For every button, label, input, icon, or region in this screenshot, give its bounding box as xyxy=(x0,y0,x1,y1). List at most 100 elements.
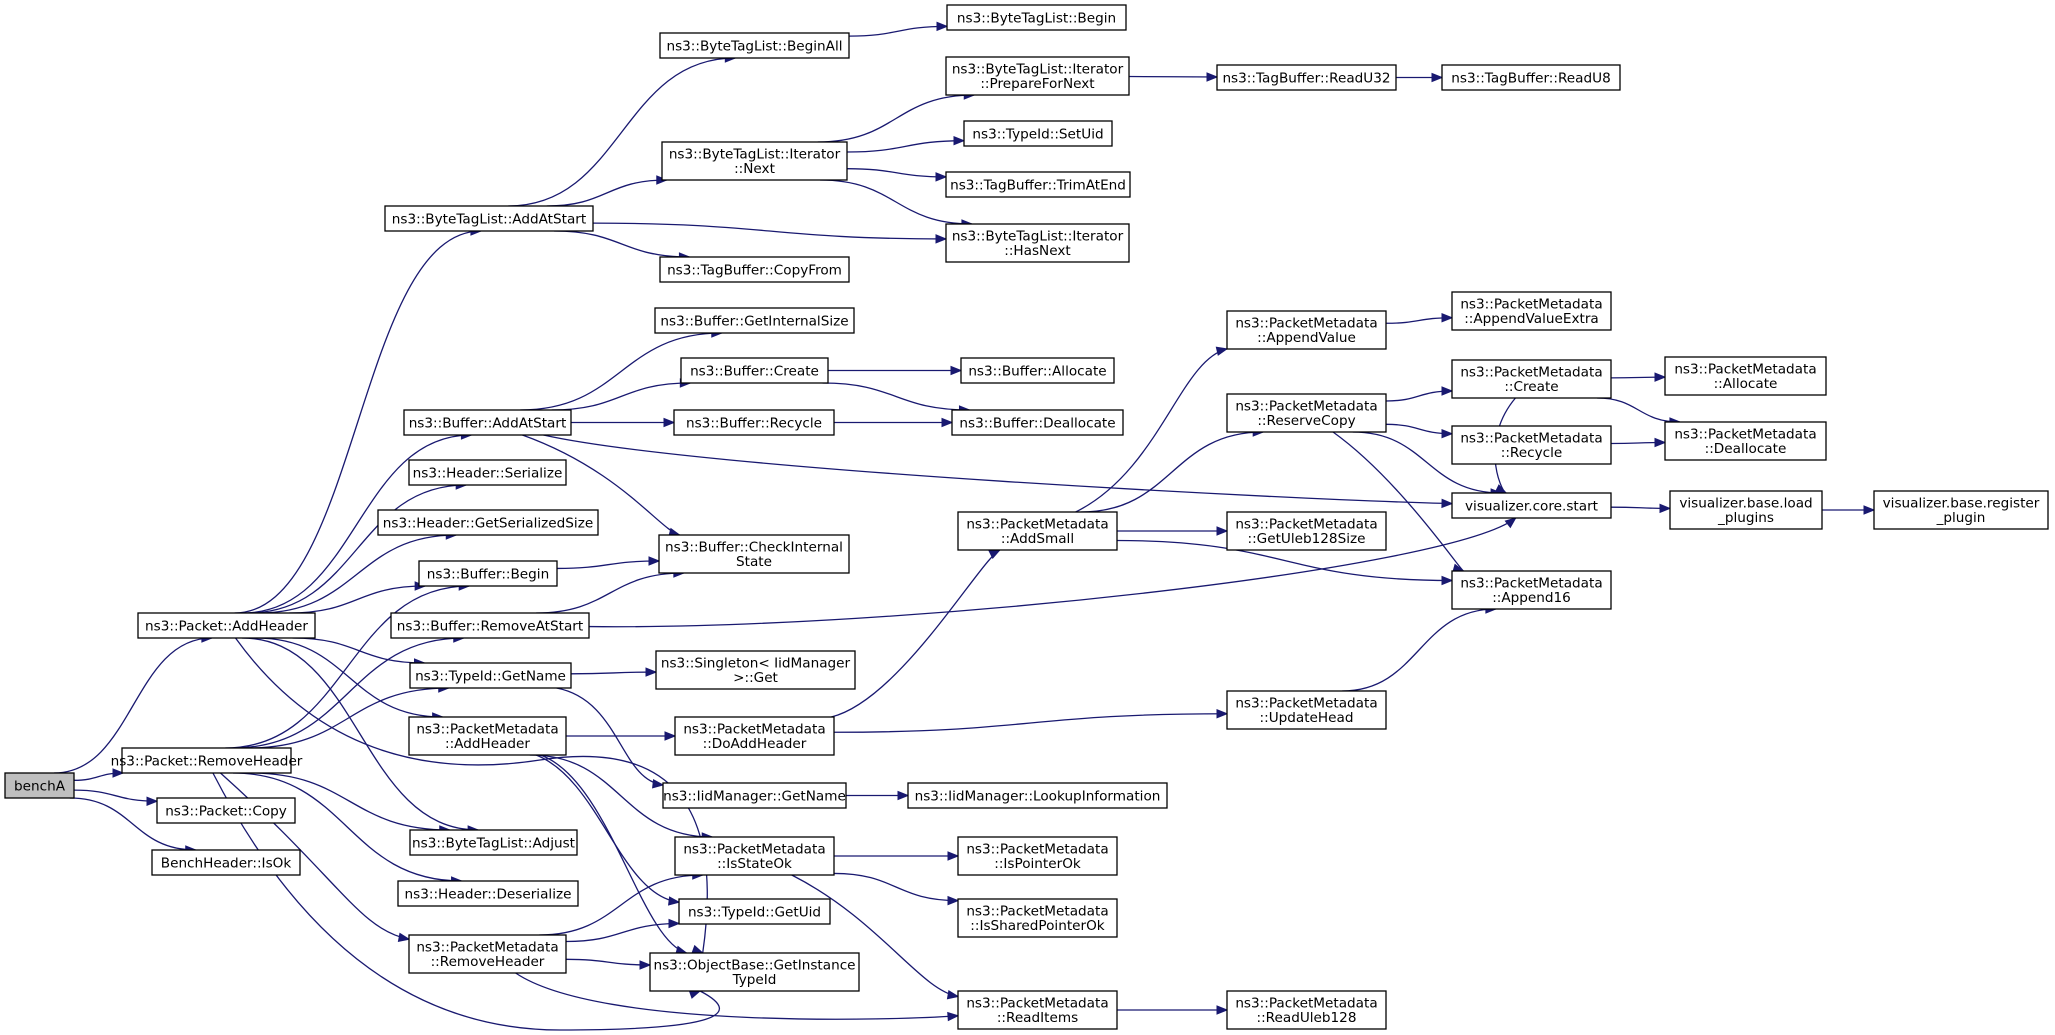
node-visualizer-base-register-plugin[interactable]: visualizer.base.register_plugin xyxy=(1873,490,2049,530)
node-box xyxy=(409,829,578,856)
node-iidmanager-getname[interactable]: ns3::IidManager::GetName xyxy=(662,782,847,809)
node-label: _plugins xyxy=(1717,510,1774,526)
node-box xyxy=(659,256,850,283)
node-label: visualizer.core.start xyxy=(1465,498,1598,514)
node-packetmetadata-isstateok[interactable]: ns3::PacketMetadata::IsStateOk xyxy=(674,836,835,876)
edge-bytetaglist_iterator_next-to-bytetaglist_iterator_preparefornext xyxy=(817,94,975,143)
node-box xyxy=(1226,990,1387,1030)
edge-packet_addheader-to-packetmetadata_addheader xyxy=(256,637,443,718)
node-packetmetadata-append16[interactable]: ns3::PacketMetadata::Append16 xyxy=(1451,570,1612,610)
node-box xyxy=(390,612,590,639)
node-typeid-getname[interactable]: ns3::TypeId::GetName xyxy=(409,662,572,689)
node-tagbuffer-copyfrom[interactable]: ns3::TagBuffer::CopyFrom xyxy=(659,256,850,283)
node-buffer-addatstart[interactable]: ns3::Buffer::AddAtStart xyxy=(403,409,572,436)
node-benchA[interactable]: benchA xyxy=(4,772,75,799)
edge-arrowhead xyxy=(935,234,948,244)
node-label: ns3::PacketMetadata xyxy=(1674,362,1816,378)
node-packetmetadata-allocate[interactable]: ns3::PacketMetadata::Allocate xyxy=(1664,356,1827,396)
edge-arrowhead xyxy=(397,932,411,942)
node-box xyxy=(1226,690,1387,730)
node-label: ns3::ObjectBase::GetInstance xyxy=(653,958,855,974)
node-tagbuffer-readu8[interactable]: ns3::TagBuffer::ReadU8 xyxy=(1441,64,1621,91)
node-visualizer-core-start[interactable]: visualizer.core.start xyxy=(1451,492,1612,519)
node-packetmetadata-issharedpointerok[interactable]: ns3::PacketMetadata::IsSharedPointerOk xyxy=(957,898,1118,938)
node-label: ns3::ByteTagList::AddAtStart xyxy=(392,211,586,227)
node-bytetaglist-iterator-next[interactable]: ns3::ByteTagList::Iterator::Next xyxy=(661,141,848,181)
node-label: ns3::PacketMetadata xyxy=(966,517,1108,533)
node-label: ns3::PacketMetadata xyxy=(683,842,825,858)
node-packetmetadata-recycle[interactable]: ns3::PacketMetadata::Recycle xyxy=(1451,425,1612,465)
node-buffer-removeatstart[interactable]: ns3::Buffer::RemoveAtStart xyxy=(390,612,590,639)
node-label: ns3::ByteTagList::BeginAll xyxy=(666,38,842,54)
node-packetmetadata-create[interactable]: ns3::PacketMetadata::Create xyxy=(1451,359,1612,399)
edge-packet_addheader-to-buffer_addatstart xyxy=(242,434,472,614)
node-packetmetadata-addheader[interactable]: ns3::PacketMetadata::AddHeader xyxy=(408,716,567,756)
node-header-deserialize[interactable]: ns3::Header::Deserialize xyxy=(397,880,579,907)
node-header-getserializedsize[interactable]: ns3::Header::GetSerializedSize xyxy=(377,509,599,536)
node-box xyxy=(946,4,1127,31)
node-packet-addheader[interactable]: ns3::Packet::AddHeader xyxy=(137,612,316,639)
node-typeid-setuid[interactable]: ns3::TypeId::SetUid xyxy=(963,120,1113,147)
node-buffer-deallocate[interactable]: ns3::Buffer::Deallocate xyxy=(951,409,1124,436)
node-bytetaglist-adjust[interactable]: ns3::ByteTagList::Adjust xyxy=(409,829,578,856)
node-box xyxy=(384,205,594,232)
node-label: ::Recycle xyxy=(1501,445,1563,461)
node-buffer-create[interactable]: ns3::Buffer::Create xyxy=(680,357,829,384)
node-buffer-begin[interactable]: ns3::Buffer::Begin xyxy=(418,560,558,587)
call-graph-nodes: benchA ns3::Packet::AddHeaderns3::Packet:… xyxy=(4,4,2049,1030)
node-packetmetadata-getuleb128size[interactable]: ns3::PacketMetadata::GetUleb128Size xyxy=(1226,511,1387,551)
node-bytetaglist-addatstart[interactable]: ns3::ByteTagList::AddAtStart xyxy=(384,205,594,232)
node-header-serialize[interactable]: ns3::Header::Serialize xyxy=(408,459,567,486)
node-packetmetadata-ispointerok[interactable]: ns3::PacketMetadata::IsPointerOk xyxy=(957,836,1118,876)
node-tagbuffer-trimatend[interactable]: ns3::TagBuffer::TrimAtEnd xyxy=(945,171,1131,198)
node-packetmetadata-deallocate[interactable]: ns3::PacketMetadata::Deallocate xyxy=(1664,421,1827,461)
node-packet-removeheader[interactable]: ns3::Packet::RemoveHeader xyxy=(111,747,303,774)
node-iidmanager-lookupinformation[interactable]: ns3::IidManager::LookupInformation xyxy=(907,782,1168,809)
node-label: TypeId xyxy=(732,972,777,988)
edge-buffer_addatstart-to-visualizer_core_start xyxy=(543,434,1453,505)
node-packet-copy[interactable]: ns3::Packet::Copy xyxy=(156,797,296,824)
node-bytetaglist-beginall[interactable]: ns3::ByteTagList::BeginAll xyxy=(659,32,850,59)
node-packetmetadata-doaddheader[interactable]: ns3::PacketMetadata::DoAddHeader xyxy=(674,716,835,756)
node-packetmetadata-updatehead[interactable]: ns3::PacketMetadata::UpdateHead xyxy=(1226,690,1387,730)
node-buffer-getinternalsize[interactable]: ns3::Buffer::GetInternalSize xyxy=(654,307,855,334)
node-packetmetadata-reservecopy[interactable]: ns3::PacketMetadata::ReserveCopy xyxy=(1226,393,1387,433)
node-buffer-allocate[interactable]: ns3::Buffer::Allocate xyxy=(960,357,1115,384)
node-label: ns3::Buffer::CheckInternal xyxy=(665,540,843,556)
node-label: ns3::Buffer::Begin xyxy=(427,566,549,582)
edge-packet_removeheader-to-objectbase_getinstancetypeid xyxy=(212,772,721,1031)
node-bytetaglist-begin[interactable]: ns3::ByteTagList::Begin xyxy=(946,4,1127,31)
node-packetmetadata-removeheader[interactable]: ns3::PacketMetadata::RemoveHeader xyxy=(408,934,567,974)
edge-packet_removeheader-to-buffer_begin xyxy=(225,585,470,749)
edge-arrowhead xyxy=(1504,517,1517,529)
node-label: ns3::Singleton< IidManager xyxy=(661,656,851,672)
node-typeid-getuid[interactable]: ns3::TypeId::GetUid xyxy=(678,898,831,925)
edge-arrowhead xyxy=(897,790,910,801)
call-graph-edges xyxy=(54,21,1876,1031)
node-box xyxy=(151,849,301,876)
node-label: ns3::Packet::RemoveHeader xyxy=(111,753,303,769)
node-packetmetadata-addsmall[interactable]: ns3::PacketMetadata::AddSmall xyxy=(957,511,1118,551)
edge-packet_addheader-to-bytetaglist_adjust xyxy=(241,637,479,831)
node-label: ns3::TypeId::GetUid xyxy=(688,904,821,920)
node-packetmetadata-readuleb128[interactable]: ns3::PacketMetadata::ReadUleb128 xyxy=(1226,990,1387,1030)
node-singleton-get[interactable]: ns3::Singleton< IidManager>::Get xyxy=(655,650,856,690)
node-visualizer-base-load-plugins[interactable]: visualizer.base.load_plugins xyxy=(1669,490,1823,530)
node-packetmetadata-appendvalue[interactable]: ns3::PacketMetadata::AppendValue xyxy=(1226,310,1387,350)
node-label: ::Append16 xyxy=(1492,590,1571,606)
node-tagbuffer-readu32[interactable]: ns3::TagBuffer::ReadU32 xyxy=(1216,64,1397,91)
node-label: ::Create xyxy=(1504,379,1558,395)
node-bytetaglist-iterator-hasnext[interactable]: ns3::ByteTagList::Iterator::HasNext xyxy=(945,223,1130,263)
edge-bytetaglist_iterator_next-to-tagbuffer_trimatend xyxy=(846,168,947,178)
node-packetmetadata-appendvalueextra[interactable]: ns3::PacketMetadata::AppendValueExtra xyxy=(1451,291,1612,331)
edge-packet_addheader-to-typeid_getname xyxy=(292,637,425,664)
node-benchheader-isok[interactable]: BenchHeader::IsOk xyxy=(151,849,301,876)
node-label: ::ReadUleb128 xyxy=(1257,1010,1357,1026)
node-buffer-recycle[interactable]: ns3::Buffer::Recycle xyxy=(673,409,835,436)
node-packetmetadata-readitems[interactable]: ns3::PacketMetadata::ReadItems xyxy=(957,990,1118,1030)
node-bytetaglist-iterator-preparefornext[interactable]: ns3::ByteTagList::Iterator::PrepareForNe… xyxy=(945,56,1130,96)
edge-benchA-to-benchheader_isok xyxy=(69,797,196,851)
